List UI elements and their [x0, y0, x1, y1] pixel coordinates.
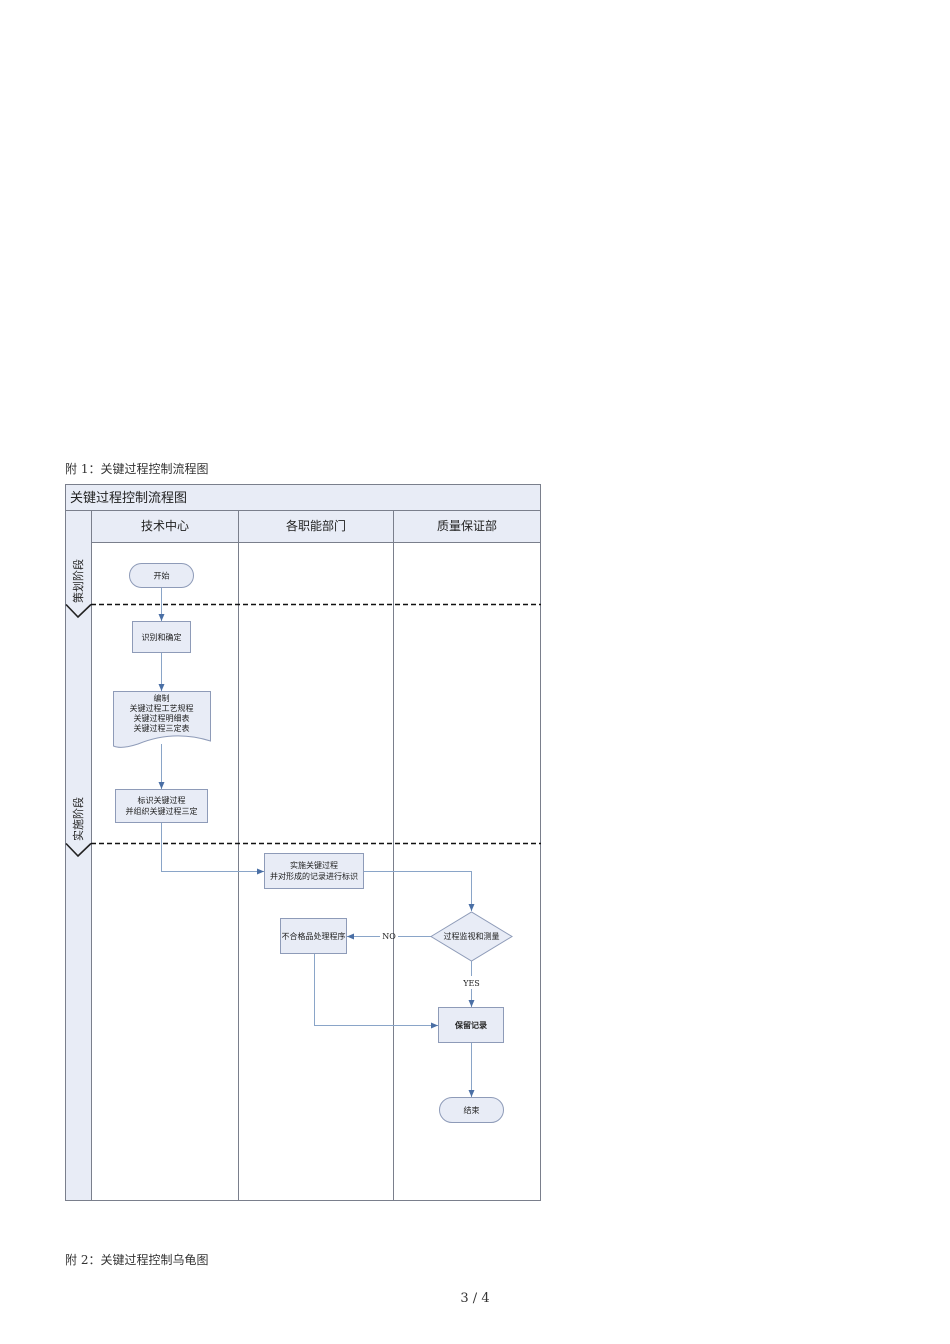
monitor-decision	[430, 911, 513, 962]
connector-nonconforming-records	[314, 954, 438, 1029]
compile-document	[113, 691, 211, 748]
title-bar	[66, 485, 540, 510]
compile-label-line-3: 关键过程明细表	[134, 713, 190, 723]
keep-records-label: 保留记录	[454, 1020, 487, 1030]
implement-label-line-2: 并对形成的记录进行标识	[270, 871, 358, 881]
implement-process	[264, 853, 364, 889]
flowchart-title: 关键过程控制流程图	[70, 491, 187, 506]
column-header-quality-assurance: 质量保证部	[437, 518, 497, 533]
flowchart-frame	[65, 484, 541, 1201]
column-header-departments: 各职能部门	[286, 518, 346, 533]
identify-label: 识别和确定	[142, 632, 182, 642]
implement-label-line-1: 实施关键过程	[290, 860, 338, 870]
keep-records-process	[438, 1007, 504, 1043]
caption-flowchart: 附 1：关键过程控制流程图	[65, 462, 209, 476]
column-header-tech-center: 技术中心	[141, 518, 189, 533]
caption-turtle-diagram: 附 2：关键过程控制乌龟图	[65, 1253, 209, 1267]
edge-label-yes: YES	[462, 979, 480, 988]
connector-mark-implement	[161, 822, 264, 875]
mark-label-line-1: 标识关键过程	[138, 795, 186, 805]
end-label: 结束	[464, 1105, 480, 1115]
phase-chevron	[65, 603, 92, 619]
connector-implement-monitor	[363, 871, 475, 911]
page-number: 3 / 4	[460, 1291, 490, 1306]
mark-process	[115, 789, 208, 823]
start-label: 开始	[154, 571, 170, 581]
column-header-row	[92, 511, 540, 542]
end-terminator	[439, 1097, 504, 1123]
compile-label-line-1: 编制	[154, 693, 170, 703]
phase-label-implementation: 实施阶段	[71, 797, 85, 841]
monitor-label: 过程监视和测量	[444, 931, 500, 941]
compile-label-line-4: 关键过程三定表	[134, 723, 190, 733]
identify-process	[132, 621, 191, 653]
nonconforming-label: 不合格品处理程序	[282, 931, 346, 941]
compile-label-line-2: 关键过程工艺规程	[130, 703, 194, 713]
phase-chevron	[65, 842, 92, 858]
phase-label-planning: 策划阶段	[71, 559, 85, 603]
start-terminator	[129, 563, 194, 588]
edge-label-no: NO	[382, 932, 396, 941]
mark-label-line-2: 并组织关键过程三定	[126, 806, 198, 816]
nonconforming-process	[280, 918, 347, 954]
